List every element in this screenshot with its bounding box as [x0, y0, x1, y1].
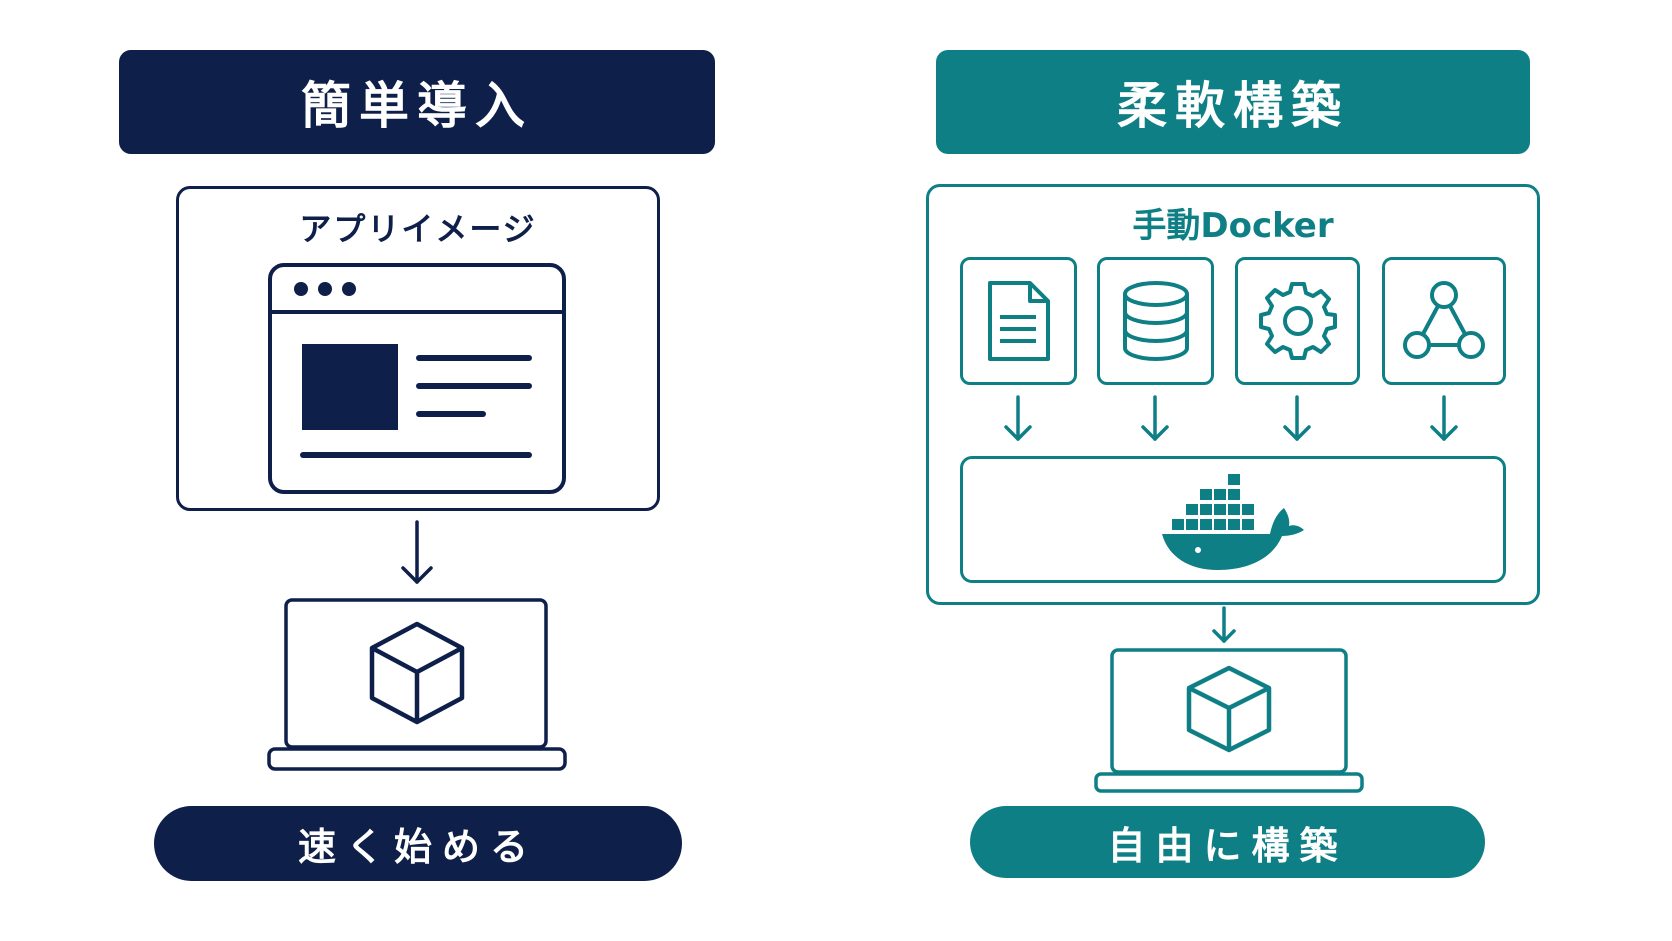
browser-window-icon [268, 263, 566, 494]
network-box [1382, 257, 1506, 385]
start-fast-pill: 速く始める [154, 806, 682, 881]
arrow-down-icon [1004, 395, 1032, 441]
arrow-down-icon [1212, 606, 1236, 643]
gear-box [1235, 257, 1360, 385]
manual-docker-title: 手動Docker [1132, 206, 1334, 246]
build-freely-pill: 自由に構築 [970, 806, 1485, 878]
app-image-title: アプリイメージ [299, 210, 537, 248]
gear-icon [1258, 282, 1337, 360]
docker-whale-icon [1162, 473, 1304, 570]
document-icon [987, 281, 1050, 361]
arrow-down-icon [1430, 395, 1458, 441]
laptop-cube-icon [1094, 648, 1364, 793]
app-image-panel [176, 186, 660, 511]
header-easy-setup: 簡単導入 [119, 50, 715, 154]
network-nodes-icon [1403, 281, 1485, 359]
document-box [960, 257, 1077, 385]
docker-container-bar [960, 456, 1506, 583]
database-icon [1122, 281, 1189, 361]
arrow-down-icon [1283, 395, 1311, 441]
arrow-down-icon [401, 520, 433, 584]
database-box [1097, 257, 1214, 385]
manual-docker-panel [926, 184, 1540, 605]
laptop-cube-icon [267, 598, 567, 771]
arrow-down-icon [1141, 395, 1169, 441]
header-flexible-build: 柔軟構築 [936, 50, 1530, 154]
